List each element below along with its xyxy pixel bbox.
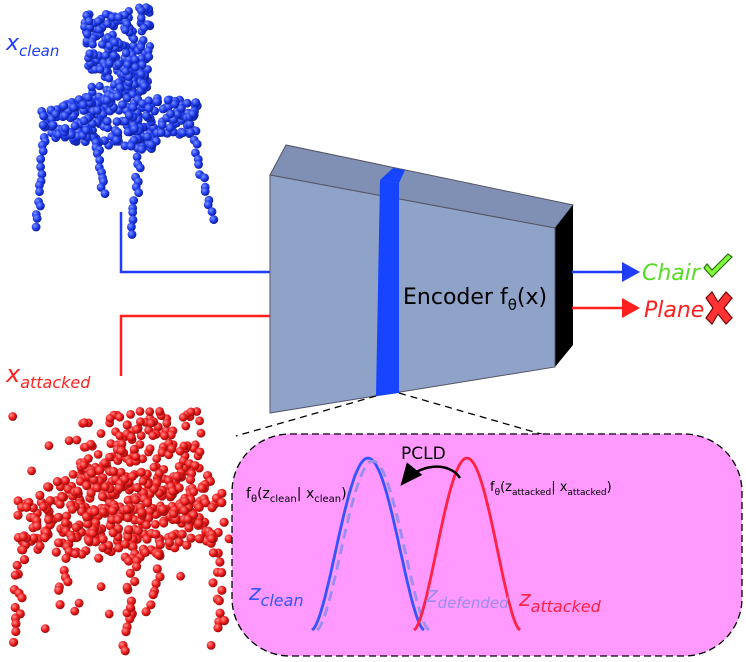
z-defended-curve xyxy=(316,459,430,632)
attacked-input-connector xyxy=(119,314,270,376)
latent-distribution-panel: PCLD fθ(zclean| xclean) fθ(zattacked| xa… xyxy=(231,433,743,657)
clean-input-connector xyxy=(119,212,270,274)
panel-background xyxy=(231,433,743,657)
encoder-label: Encoder fθ(x) xyxy=(403,285,547,314)
clean-chair-point-cloud xyxy=(31,3,219,239)
encoder-front-face xyxy=(269,174,556,414)
plane-output-label: Plane xyxy=(644,298,704,323)
z-clean-label: zclean xyxy=(248,581,304,610)
z-clean-curve xyxy=(311,456,425,632)
latent-band-top xyxy=(380,168,405,183)
pcld-arrow xyxy=(400,462,462,486)
clean-distribution-label: fθ(zclean| xclean) xyxy=(246,486,347,505)
zoom-line-right xyxy=(398,392,549,437)
latent-band xyxy=(376,180,399,396)
attacked-output-arrowhead xyxy=(622,298,640,318)
attacked-distribution-label: fθ(zattacked| xattacked) xyxy=(490,480,612,498)
z-attacked-curve xyxy=(413,456,521,632)
attacked-chair-point-cloud xyxy=(8,407,234,656)
pcld-label: PCLD xyxy=(401,444,446,464)
z-attacked-label: zattacked xyxy=(518,587,602,616)
x-attacked-label: xattacked xyxy=(5,360,91,392)
check-icon xyxy=(703,253,733,278)
x-clean-label: xclean xyxy=(5,31,59,60)
cross-icon xyxy=(705,291,733,325)
clean-output-arrowhead xyxy=(622,262,640,282)
encoder-side-face xyxy=(555,205,573,367)
encoder-block: Encoder fθ(x) xyxy=(269,144,574,414)
chair-output-label: Chair xyxy=(642,261,702,286)
z-defended-label: zdefended xyxy=(425,583,509,612)
zoom-line-left xyxy=(235,395,377,437)
